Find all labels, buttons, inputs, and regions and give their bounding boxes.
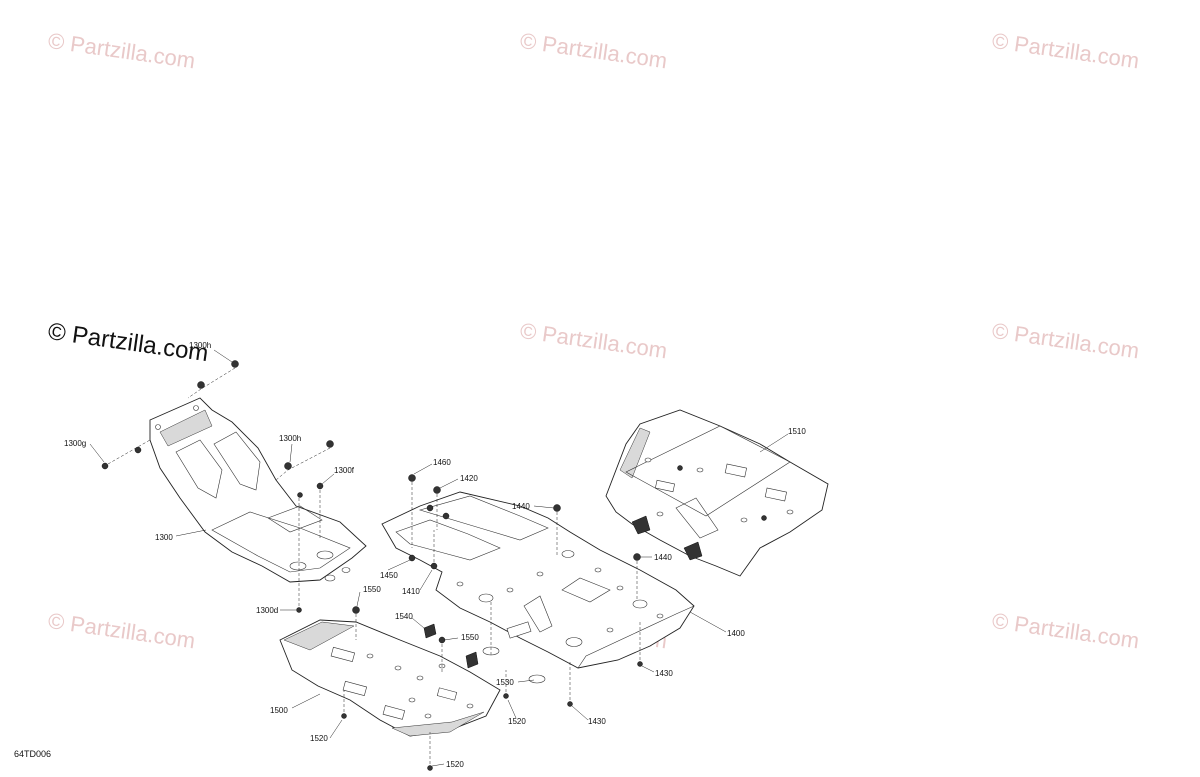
callout-1300[interactable]: 1300 bbox=[155, 533, 173, 542]
callout-1440-top[interactable]: 1440 bbox=[512, 502, 530, 511]
skid-plate-1400[interactable] bbox=[381, 491, 695, 669]
callout-1300g[interactable]: 1300g bbox=[64, 439, 86, 448]
callout-1530[interactable]: 1530 bbox=[496, 678, 514, 687]
callout-1460[interactable]: 1460 bbox=[433, 458, 451, 467]
callout-1550-top[interactable]: 1550 bbox=[363, 585, 381, 594]
leader-lines bbox=[89, 349, 789, 767]
callout-1440-mid[interactable]: 1440 bbox=[654, 553, 672, 562]
callout-1400[interactable]: 1400 bbox=[727, 629, 745, 638]
callout-1410[interactable]: 1410 bbox=[402, 587, 420, 596]
callout-1520-bottom[interactable]: 1520 bbox=[446, 760, 464, 769]
callout-1540[interactable]: 1540 bbox=[395, 612, 413, 621]
callout-1430-bottom[interactable]: 1430 bbox=[588, 717, 606, 726]
callout-1510[interactable]: 1510 bbox=[788, 427, 806, 436]
callout-1300d[interactable]: 1300d bbox=[256, 606, 278, 615]
skid-plate-1300[interactable] bbox=[149, 397, 367, 583]
callout-1550-mid[interactable]: 1550 bbox=[461, 633, 479, 642]
callout-1420[interactable]: 1420 bbox=[460, 474, 478, 483]
callout-1430-right[interactable]: 1430 bbox=[655, 669, 673, 678]
callout-labels: 1300h 1300g 1300h 1300f 1300 1300d 1460 … bbox=[64, 341, 806, 769]
callout-1520-left[interactable]: 1520 bbox=[310, 734, 328, 743]
callout-1520-mid[interactable]: 1520 bbox=[508, 717, 526, 726]
callout-1450[interactable]: 1450 bbox=[380, 571, 398, 580]
callout-1300h-mid[interactable]: 1300h bbox=[279, 434, 301, 443]
callout-1300h-top[interactable]: 1300h bbox=[189, 341, 211, 350]
callout-1300f[interactable]: 1300f bbox=[334, 466, 355, 475]
hardware bbox=[101, 360, 643, 771]
skid-plate-1510[interactable] bbox=[605, 409, 829, 577]
skid-plate-1500[interactable] bbox=[279, 619, 501, 737]
callout-1500[interactable]: 1500 bbox=[270, 706, 288, 715]
diagram-code: 64TD006 bbox=[14, 749, 52, 759]
